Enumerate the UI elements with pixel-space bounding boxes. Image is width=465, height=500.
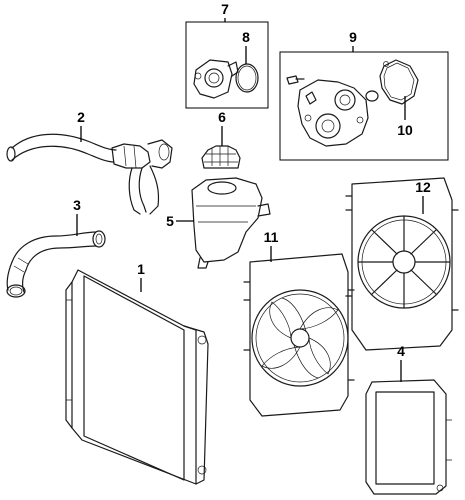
callout-1: 1 xyxy=(137,261,145,277)
pump-bolt xyxy=(286,75,305,85)
leader-lines xyxy=(76,18,424,382)
fan-assembly xyxy=(243,253,355,417)
water-pump-group xyxy=(279,51,449,161)
callout-5: 5 xyxy=(166,213,174,229)
radiator xyxy=(65,269,209,485)
water-pump-body xyxy=(297,79,369,147)
thermostat-group xyxy=(185,21,269,109)
thermostat-housing xyxy=(193,59,233,99)
upper-hose xyxy=(6,133,173,215)
callout-9: 9 xyxy=(349,29,357,45)
callout-11: 11 xyxy=(264,229,279,245)
callout-6: 6 xyxy=(218,109,226,125)
callout-2: 2 xyxy=(77,109,85,125)
callout-12: 12 xyxy=(415,179,431,195)
callout-7: 7 xyxy=(221,1,229,17)
thermostat-o-ring xyxy=(235,63,259,93)
reservoir-cap xyxy=(201,145,241,169)
auxiliary-radiator xyxy=(365,379,452,495)
pump-gasket xyxy=(379,59,419,105)
water-pump-box xyxy=(279,51,449,161)
callout-3: 3 xyxy=(73,197,81,213)
lower-hose xyxy=(6,230,106,298)
callout-labels: 1 2 3 4 5 6 7 8 9 10 11 12 xyxy=(73,1,431,359)
callout-4: 4 xyxy=(397,343,405,359)
expansion-tank xyxy=(191,177,271,269)
fan-shroud xyxy=(345,177,459,351)
thermostat-box xyxy=(185,21,269,109)
callout-10: 10 xyxy=(397,122,413,138)
callout-8: 8 xyxy=(242,29,250,45)
